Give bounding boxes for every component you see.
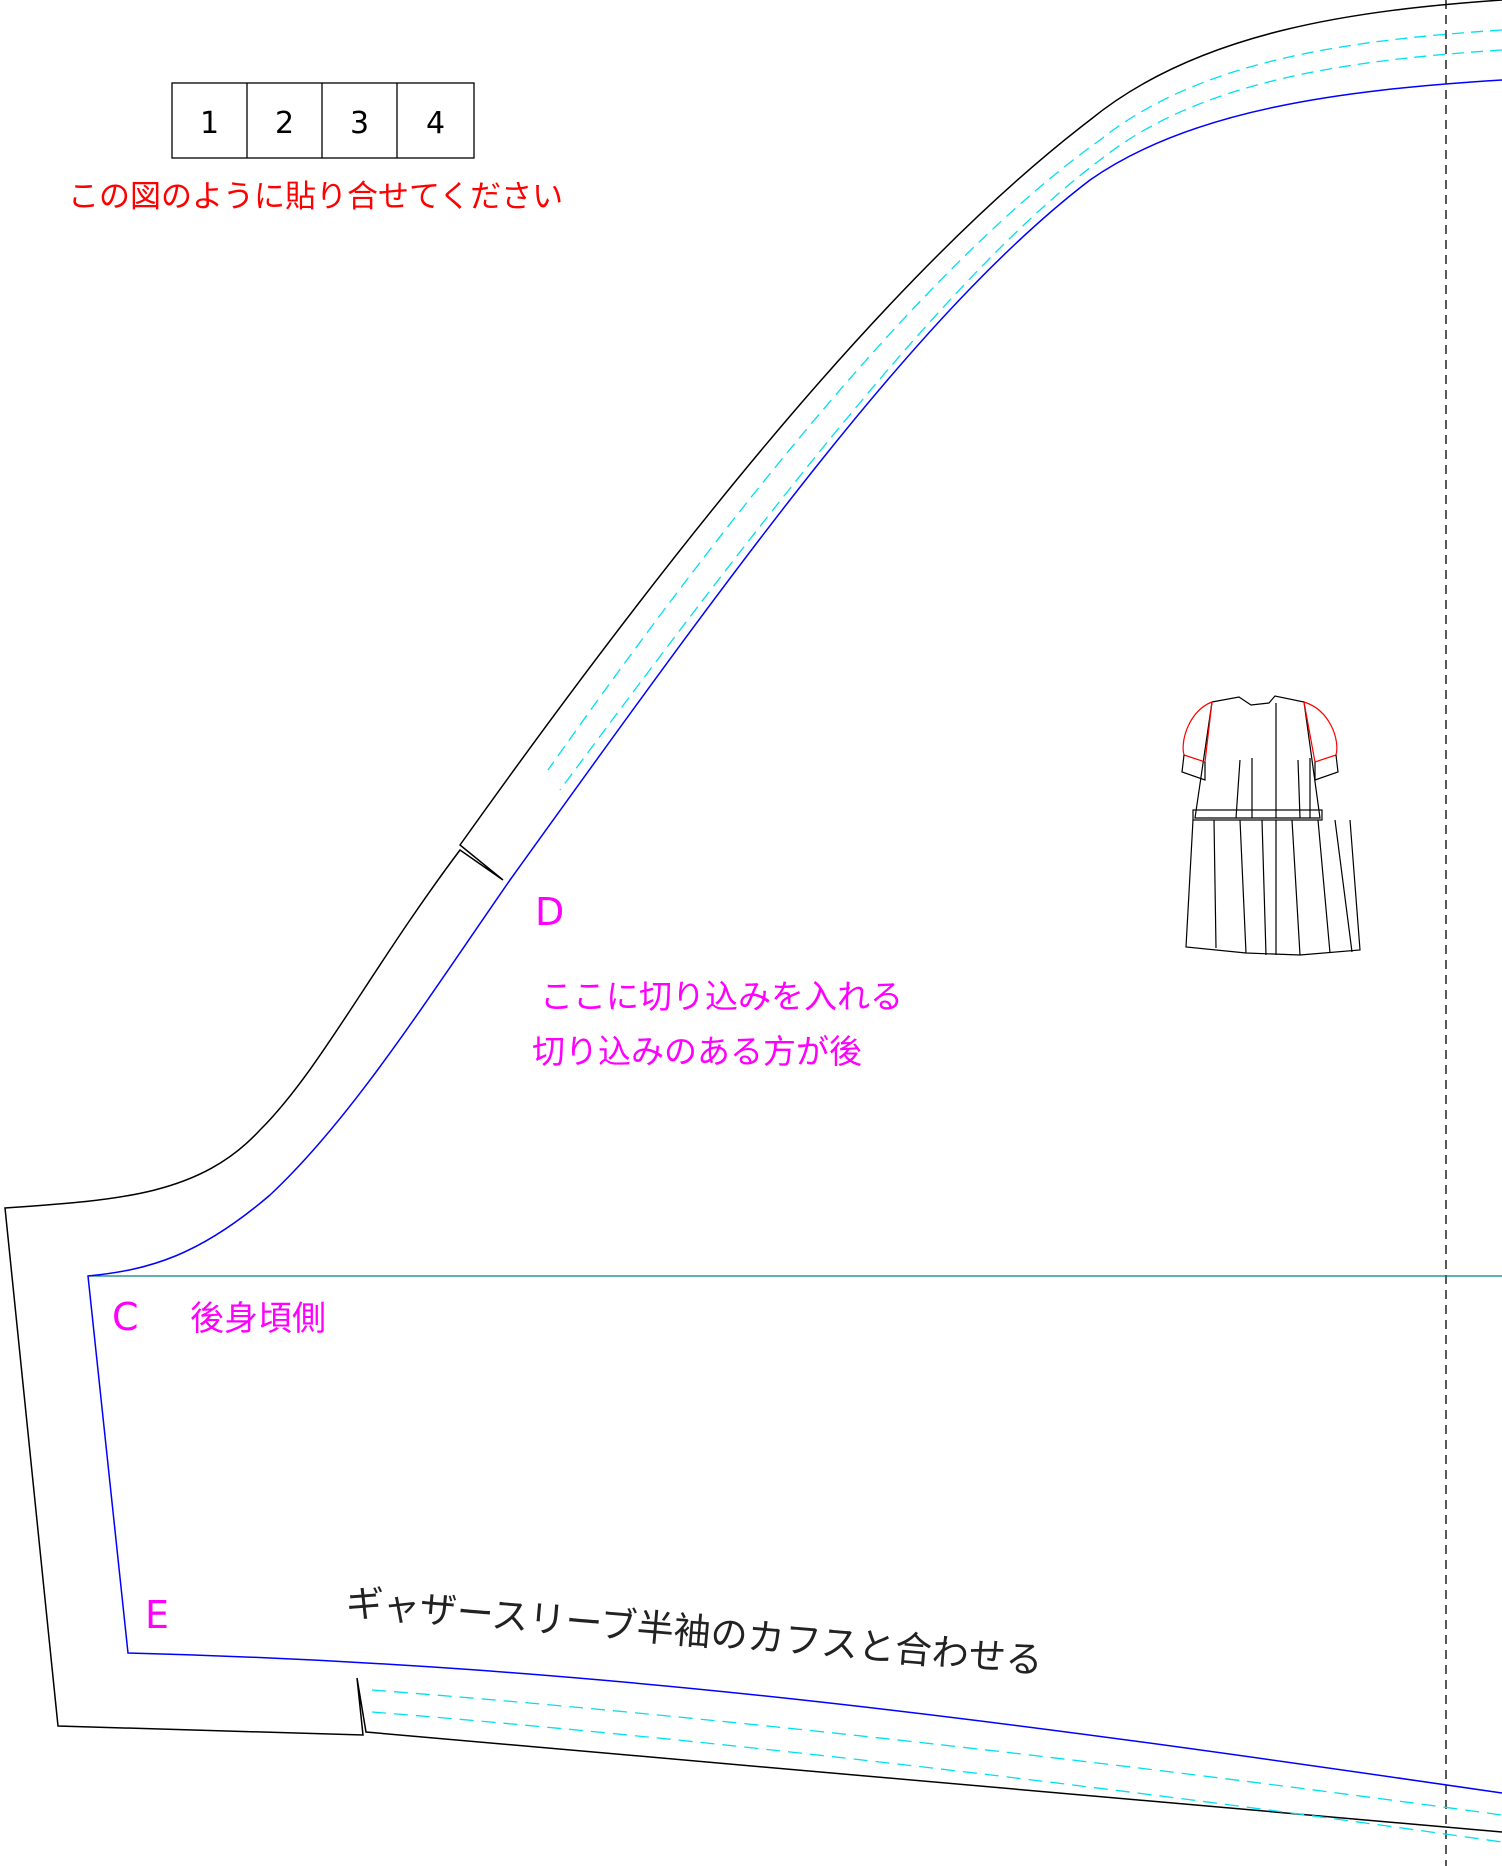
cut-line	[4, 0, 1502, 1833]
skirt-outline	[1185, 819, 1361, 956]
bodice-outline	[1194, 695, 1321, 819]
stitch-line	[371, 1689, 1502, 1816]
point-label-c: C	[112, 1295, 139, 1339]
seam-line	[87, 79, 1502, 1794]
tile-assembly-guide: 1 2 3 4	[171, 82, 475, 159]
cuff-instruction: ギャザースリーブ半袖のカフスと合わせる	[344, 1581, 1044, 1682]
notch-back-instruction: 切り込みのある方が後	[532, 1032, 862, 1071]
dress-illustration	[1181, 695, 1361, 956]
point-label-d: D	[535, 890, 564, 934]
tiling-instruction: この図のように貼り合せてください	[68, 179, 563, 215]
tile-number: 4	[426, 106, 445, 141]
right-cuff	[1314, 754, 1339, 781]
left-cuff	[1181, 754, 1206, 781]
point-label-e: E	[145, 1593, 169, 1637]
tile-number: 2	[275, 106, 294, 141]
tile-number: 1	[200, 106, 219, 141]
bodice-pleats	[1235, 758, 1311, 819]
stitch-line	[559, 49, 1502, 791]
back-side-label: 後身頃側	[190, 1299, 326, 1339]
skirt-pleats	[1213, 819, 1353, 956]
tile-guide-frame	[171, 82, 475, 159]
left-sleeve	[1182, 701, 1213, 763]
stitch-line	[371, 1711, 1502, 1843]
tile-number: 3	[350, 106, 369, 141]
right-sleeve	[1303, 701, 1338, 763]
waistband	[1192, 809, 1323, 821]
notch-instruction: ここに切り込みを入れる	[540, 977, 903, 1016]
stitch-line	[547, 29, 1502, 771]
